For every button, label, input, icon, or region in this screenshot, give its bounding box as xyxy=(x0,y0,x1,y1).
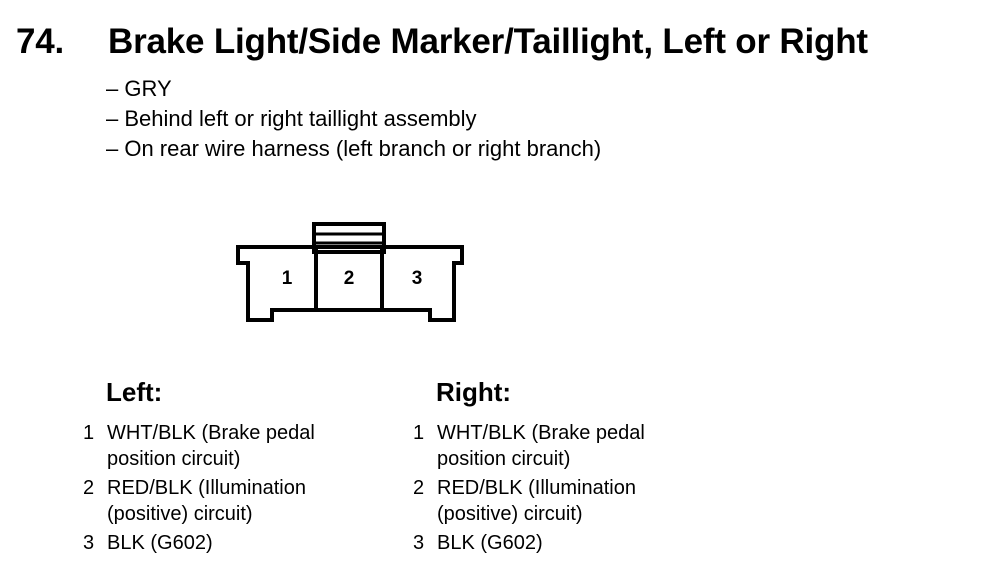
pin-description: RED/BLK (Illumination (positive) circuit… xyxy=(437,477,636,525)
connector-harness: – On rear wire harness (left branch or r… xyxy=(106,136,602,161)
pin-row: 3 BLK (G602) xyxy=(83,530,367,556)
pin-label-3: 3 xyxy=(412,268,423,289)
pin-row: 1 WHT/BLK (Brake pedal position circuit) xyxy=(83,420,367,472)
connector-face-diagram: 1 2 3 xyxy=(236,222,464,322)
right-pin-list: 1 WHT/BLK (Brake pedal position circuit)… xyxy=(413,420,697,559)
pin-label-2: 2 xyxy=(344,268,355,289)
pin-number: 2 xyxy=(83,477,95,499)
right-heading: Right: xyxy=(436,377,512,407)
connector-latch xyxy=(312,222,386,254)
pin-number: 1 xyxy=(83,422,95,444)
pin-description: WHT/BLK (Brake pedal position circuit) xyxy=(437,422,645,470)
pin-row: 1 WHT/BLK (Brake pedal position circuit) xyxy=(413,420,697,472)
connector-title: 74. Brake Light/Side Marker/Taillight, Le… xyxy=(16,22,868,62)
connector-body xyxy=(236,245,464,322)
pin-description: WHT/BLK (Brake pedal position circuit) xyxy=(107,422,315,470)
pin-number: 2 xyxy=(413,477,425,499)
connector-color: – GRY xyxy=(106,76,172,101)
pin-row: 3 BLK (G602) xyxy=(413,530,697,556)
connector-info: – GRY – Behind left or right taillight a… xyxy=(106,74,601,164)
pin-description: BLK (G602) xyxy=(437,532,543,554)
pin-description: BLK (G602) xyxy=(107,532,213,554)
pin-number: 1 xyxy=(413,422,425,444)
left-pin-list: 1 WHT/BLK (Brake pedal position circuit)… xyxy=(83,420,367,559)
pin-number: 3 xyxy=(83,532,95,554)
pin-row: 2 RED/BLK (Illumination (positive) circu… xyxy=(413,475,697,527)
connector-name: Brake Light/Side Marker/Taillight, Left … xyxy=(108,22,868,61)
left-heading: Left: xyxy=(106,377,163,407)
pin-number: 3 xyxy=(413,532,425,554)
pin-description: RED/BLK (Illumination (positive) circuit… xyxy=(107,477,306,525)
pin-row: 2 RED/BLK (Illumination (positive) circu… xyxy=(83,475,367,527)
connector-number: 74. xyxy=(16,22,65,61)
pin-label-1: 1 xyxy=(282,268,293,289)
connector-location: – Behind left or right taillight assembl… xyxy=(106,106,477,131)
